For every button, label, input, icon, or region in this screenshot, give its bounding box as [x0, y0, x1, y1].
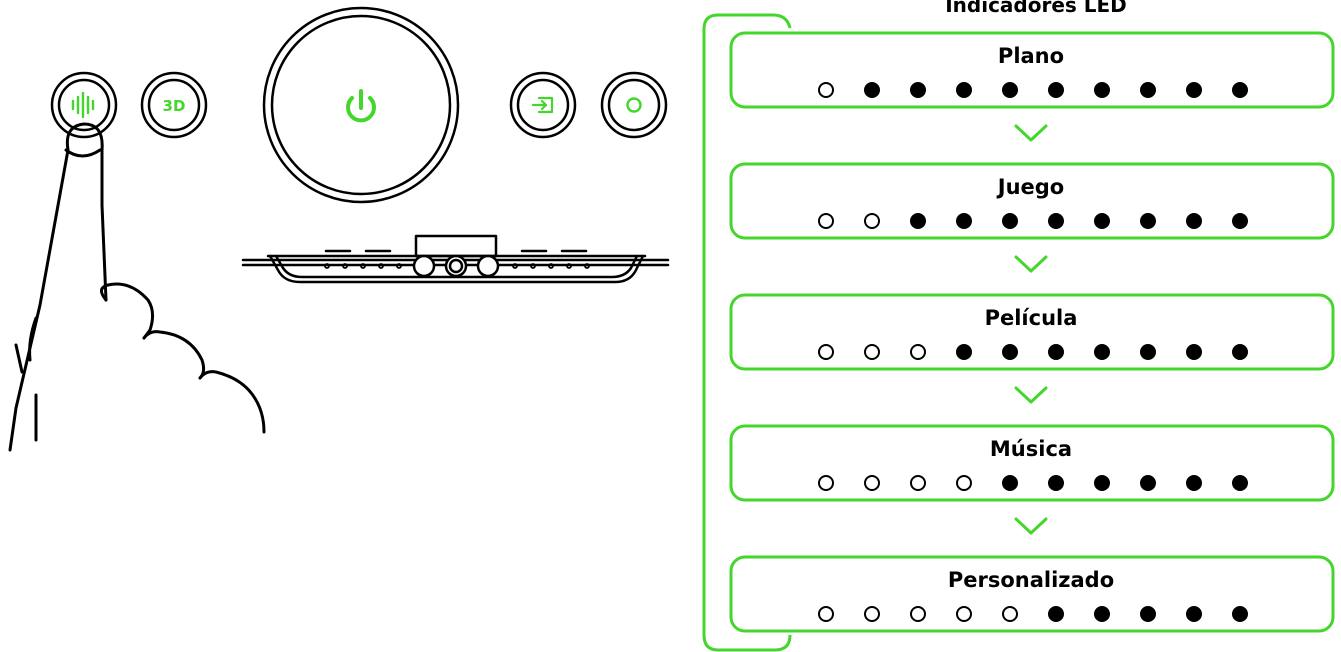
led-dot-off — [1094, 475, 1110, 491]
device-side-view — [241, 234, 670, 284]
led-dot-off — [1048, 213, 1064, 229]
led-dot-off — [1002, 213, 1018, 229]
3d-button[interactable]: 3D — [140, 71, 208, 139]
input-source-icon — [531, 96, 554, 114]
side-led-dots-left — [324, 263, 402, 269]
led-dot-off — [956, 213, 972, 229]
mode-5-label: Personalizado — [948, 568, 1114, 592]
led-dot-lit — [818, 344, 834, 360]
mode-3-box: Película — [729, 293, 1335, 371]
mode-3-label: Película — [985, 306, 1078, 330]
led-dot-off — [1048, 82, 1064, 98]
led-dot-lit — [910, 344, 926, 360]
led-dot-lit — [818, 82, 834, 98]
led-dot-lit — [864, 606, 880, 622]
led-dot-lit — [818, 475, 834, 491]
chevron-down-icon — [1014, 517, 1048, 535]
led-dot-lit — [910, 606, 926, 622]
led-dot-lit — [864, 213, 880, 229]
mode-1-label: Plano — [998, 44, 1064, 68]
mode-2-frame — [729, 162, 1335, 240]
led-dot-off — [1186, 82, 1202, 98]
led-dot-off — [1048, 344, 1064, 360]
led-dot-off — [1186, 475, 1202, 491]
bluetooth-button[interactable] — [600, 71, 668, 139]
led-dot-off — [1140, 344, 1156, 360]
led-dot-off — [1232, 213, 1248, 229]
circle-icon — [626, 97, 642, 113]
led-dot-off — [1094, 344, 1110, 360]
led-dot-lit — [956, 475, 972, 491]
chevron-down-icon — [1014, 386, 1048, 404]
led-dot-off — [1186, 213, 1202, 229]
mode-5-frame — [729, 555, 1335, 633]
mode-4-box: Música — [729, 424, 1335, 502]
led-dot-off — [1094, 213, 1110, 229]
led-dot-lit — [956, 606, 972, 622]
led-dot-off — [1232, 82, 1248, 98]
pressing-hand-illustration — [8, 122, 266, 452]
led-dot-off — [910, 82, 926, 98]
led-dot-off — [1002, 344, 1018, 360]
led-dot-off — [1232, 475, 1248, 491]
power-button[interactable] — [262, 6, 460, 204]
led-dot-off — [1186, 344, 1202, 360]
mode-4-frame — [729, 424, 1335, 502]
led-dot-off — [1048, 606, 1064, 622]
led-dot-off — [1094, 606, 1110, 622]
led-dot-off — [1140, 213, 1156, 229]
led-dot-lit — [864, 475, 880, 491]
led-dot-off — [864, 82, 880, 98]
led-dot-off — [1048, 475, 1064, 491]
led-dot-off — [1002, 475, 1018, 491]
mode-4-label: Música — [990, 437, 1072, 461]
led-dot-off — [1140, 82, 1156, 98]
led-dot-lit — [864, 344, 880, 360]
led-dot-off — [956, 82, 972, 98]
led-dot-off — [1140, 475, 1156, 491]
soundwave-icon — [71, 91, 95, 119]
led-dot-off — [1232, 606, 1248, 622]
led-dot-off — [956, 344, 972, 360]
led-dot-lit — [818, 606, 834, 622]
3d-button-label: 3D — [163, 97, 186, 115]
led-dot-off — [1232, 344, 1248, 360]
led-dot-lit — [910, 475, 926, 491]
mode-2-box: Juego — [729, 162, 1335, 240]
panel-bracket — [702, 13, 792, 652]
side-led-dots-right — [512, 263, 590, 269]
led-indicator-panel: Indicadores LED PlanoJuegoPelículaMúsica… — [702, 0, 1335, 652]
led-dot-off — [1140, 606, 1156, 622]
chevron-down-icon — [1014, 255, 1048, 273]
led-dot-off — [910, 213, 926, 229]
mode-5-box: Personalizado — [729, 555, 1335, 633]
led-dot-off — [1002, 82, 1018, 98]
led-dot-off — [1094, 82, 1110, 98]
led-dot-off — [1186, 606, 1202, 622]
power-icon — [346, 89, 376, 123]
led-dot-lit — [818, 213, 834, 229]
led-dot-lit — [1002, 606, 1018, 622]
panel-title: Indicadores LED — [945, 0, 1127, 17]
mode-1-frame — [729, 31, 1335, 109]
chevron-down-icon — [1014, 124, 1048, 142]
device-control-panel: 3D — [50, 6, 668, 204]
mode-2-label: Juego — [996, 175, 1064, 199]
mode-1-box: Plano — [729, 31, 1335, 109]
input-button[interactable] — [509, 71, 577, 139]
sound-mode-button[interactable] — [50, 71, 118, 139]
mode-3-frame — [729, 293, 1335, 371]
